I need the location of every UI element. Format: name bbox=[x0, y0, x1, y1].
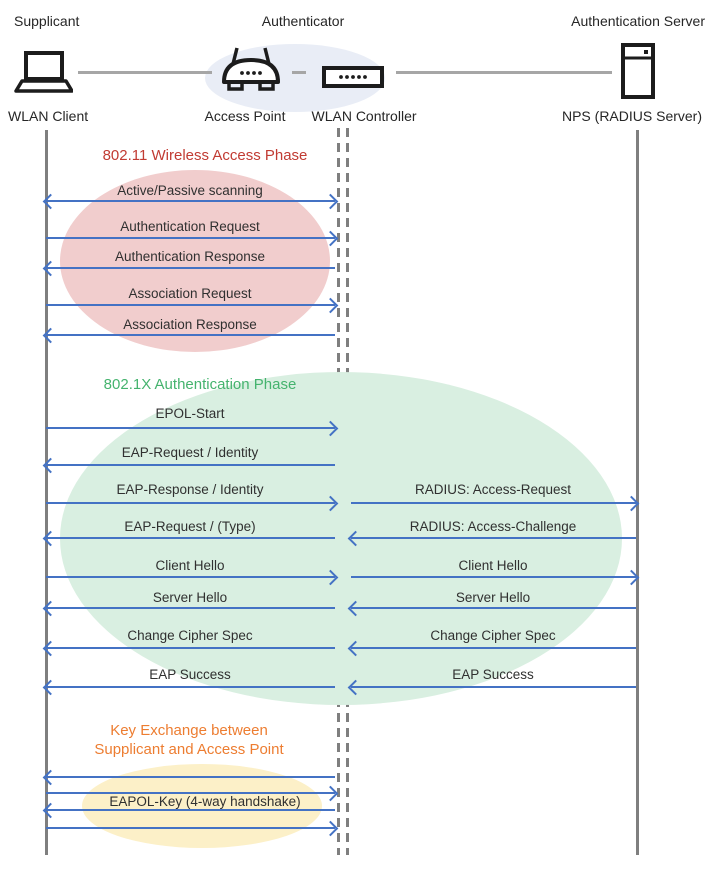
arrow-authentication-request bbox=[46, 230, 339, 247]
arrow-radius-access-challenge bbox=[347, 530, 636, 547]
connector-client-to-ap bbox=[78, 71, 212, 74]
laptop-icon bbox=[13, 51, 73, 93]
msg-client-hello-right: Client Hello bbox=[458, 558, 528, 573]
arrow-client-hello-right bbox=[351, 569, 640, 586]
arrow-change-cipher-spec-right bbox=[347, 640, 636, 657]
msg-eap-request-identity: EAP-Request / Identity bbox=[121, 445, 259, 460]
access-point-icon bbox=[220, 46, 282, 92]
msg-change-cipher-spec-right: Change Cipher Spec bbox=[430, 628, 556, 643]
phase-title-key-exchange-line2: Supplicant and Access Point bbox=[94, 741, 284, 758]
arrow-eap-request-type bbox=[42, 530, 335, 547]
msg-eap-success-left: EAP Success bbox=[149, 667, 231, 682]
arrow-change-cipher-spec-left bbox=[42, 640, 335, 657]
msg-authentication-response: Authentication Response bbox=[114, 249, 266, 264]
msg-authentication-request: Authentication Request bbox=[120, 219, 260, 234]
arrowhead-right bbox=[322, 193, 339, 210]
arrow-eap-request-identity bbox=[42, 457, 335, 474]
arrow-server-hello-left bbox=[42, 600, 335, 617]
msg-change-cipher-spec-left: Change Cipher Spec bbox=[127, 628, 253, 643]
arrow-client-hello-left bbox=[46, 569, 339, 586]
connector-ap-to-wlc bbox=[292, 71, 306, 74]
lifeline-supplicant bbox=[45, 130, 48, 855]
arrow-server-hello-right bbox=[347, 600, 636, 617]
arrow-eap-success-right bbox=[347, 679, 636, 696]
msg-server-hello-right: Server Hello bbox=[455, 590, 531, 605]
msg-eapol-key: EAPOL-Key (4-way handshake) bbox=[109, 794, 301, 809]
msg-radius-access-challenge: RADIUS: Access-Challenge bbox=[409, 519, 577, 534]
node-label-nps-radius-server: NPS (RADIUS Server) bbox=[561, 108, 703, 124]
arrow-epol-start bbox=[46, 420, 339, 437]
phase-title-key-exchange-line1: Key Exchange between bbox=[110, 722, 268, 739]
phase-ellipse-key-exchange bbox=[82, 764, 322, 848]
node-label-access-point: Access Point bbox=[204, 108, 286, 124]
msg-active-passive-scanning: Active/Passive scanning bbox=[117, 183, 263, 198]
arrow-eap-response-identity bbox=[46, 495, 339, 512]
arrow-authentication-response bbox=[42, 260, 335, 277]
arrow-association-response bbox=[42, 327, 335, 344]
msg-epol-start: EPOL-Start bbox=[155, 406, 225, 421]
arrow-eapol-key-4 bbox=[46, 820, 339, 837]
msg-server-hello-left: Server Hello bbox=[152, 590, 228, 605]
arrow-eapol-key-3 bbox=[42, 802, 335, 819]
role-authentication-server: Authentication Server bbox=[571, 13, 705, 29]
server-icon bbox=[621, 43, 655, 99]
wlan-controller-icon bbox=[322, 66, 384, 88]
arrow-eap-success-left bbox=[42, 679, 335, 696]
arrow-eapol-key-2 bbox=[46, 785, 339, 802]
msg-eap-response-identity: EAP-Response / Identity bbox=[116, 482, 264, 497]
lifeline-auth-server bbox=[636, 130, 639, 855]
msg-eap-request-type: EAP-Request / (Type) bbox=[124, 519, 256, 534]
msg-client-hello-left: Client Hello bbox=[155, 558, 225, 573]
msg-association-request: Association Request bbox=[128, 286, 252, 301]
msg-association-response: Association Response bbox=[123, 317, 257, 332]
role-authenticator: Authenticator bbox=[261, 13, 345, 29]
arrow-radius-access-request bbox=[351, 495, 640, 512]
phase-title-8021x: 802.1X Authentication Phase bbox=[103, 376, 297, 393]
connector-wlc-to-server bbox=[396, 71, 612, 74]
arrow-association-request bbox=[46, 297, 339, 314]
arrowhead-right bbox=[322, 820, 339, 837]
node-label-wlan-client: WLAN Client bbox=[8, 108, 89, 124]
arrowhead-right bbox=[322, 297, 339, 314]
msg-radius-access-request: RADIUS: Access-Request bbox=[414, 482, 572, 497]
phase-title-80211: 802.11 Wireless Access Phase bbox=[102, 147, 308, 164]
node-label-wlan-controller: WLAN Controller bbox=[311, 108, 417, 124]
msg-eap-success-right: EAP Success bbox=[452, 667, 534, 682]
arrow-active-passive-scanning bbox=[42, 193, 339, 210]
role-supplicant: Supplicant bbox=[14, 13, 80, 29]
arrow-eapol-key-1 bbox=[42, 769, 335, 786]
